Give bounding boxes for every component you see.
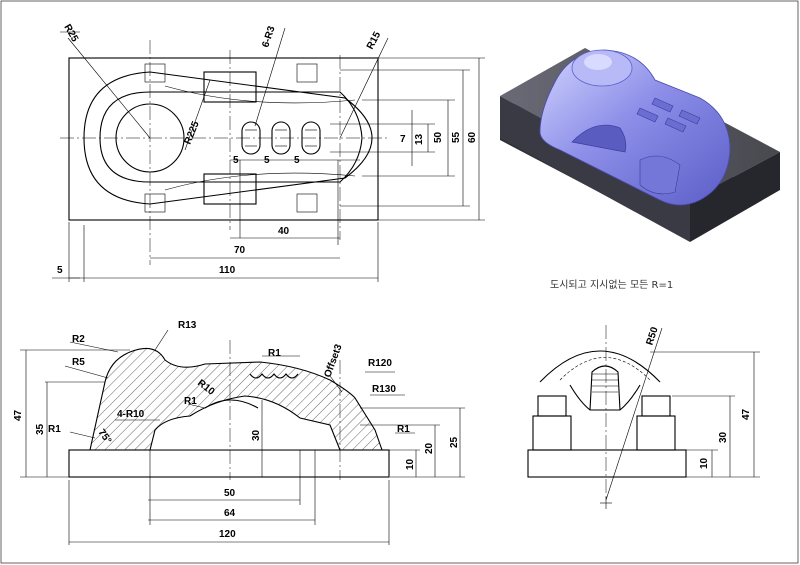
label-r120: R120	[368, 358, 392, 369]
dim-13: 13	[414, 133, 425, 145]
dim-55: 55	[451, 131, 462, 143]
dim-5a: 5	[233, 155, 239, 166]
label-r15: R15	[365, 30, 384, 52]
isometric-model	[500, 48, 780, 242]
label-r25: R25	[61, 23, 80, 45]
label-r5: R5	[72, 357, 85, 368]
label-offset3: Offset3	[322, 342, 344, 379]
dim-5b: 5	[264, 155, 270, 166]
dim-5c: 5	[294, 155, 300, 166]
dim-20: 20	[424, 442, 435, 454]
label-r50: R50	[645, 325, 661, 346]
front-base	[68, 449, 390, 478]
dim-50: 50	[433, 131, 444, 143]
dim-110: 110	[219, 265, 236, 276]
dim-35: 35	[35, 423, 46, 435]
dim-30-front: 30	[251, 429, 262, 441]
front-view: R13 R2 R5 R1 R10 R1 R1 Offset3 R120 R130…	[13, 320, 465, 545]
dim-120: 120	[219, 529, 236, 540]
dim-30-side: 30	[718, 431, 729, 443]
label-r13: R13	[178, 320, 197, 331]
dim-10-side: 10	[699, 457, 710, 469]
keyhole-outer	[83, 71, 373, 205]
dim-64: 64	[224, 508, 236, 519]
side-view: R50 47 30 10	[527, 325, 760, 509]
dim-47-front: 47	[13, 409, 24, 421]
label-r1-right: R1	[397, 424, 410, 435]
label-r1-mid: R1	[184, 396, 197, 407]
dim-40: 40	[278, 226, 290, 237]
dim-60: 60	[467, 131, 478, 143]
label-r1-left: R1	[48, 424, 61, 435]
dim-47-side: 47	[741, 408, 752, 420]
label-4r10: 4-R10	[117, 409, 145, 420]
dim-5-left: 5	[57, 265, 63, 276]
dim-7: 7	[400, 134, 406, 145]
dim-10-front: 10	[405, 458, 416, 470]
label-r130: R130	[372, 384, 396, 395]
label-6r3: 6-R3	[260, 24, 277, 48]
general-note: 도시되고 지시없는 모든 R=1	[550, 278, 673, 291]
dim-70: 70	[234, 245, 246, 256]
side-base	[527, 449, 687, 478]
dim-50-front: 50	[224, 488, 236, 499]
label-r2: R2	[72, 334, 85, 345]
label-r225: R225	[183, 119, 202, 146]
top-view: R25 R225 6-R3 R15 7 13 50 55 60 5 5 5 40…	[52, 23, 485, 282]
dim-25: 25	[449, 436, 460, 448]
top-view-outline	[68, 57, 379, 221]
label-r1-top: R1	[268, 348, 281, 359]
